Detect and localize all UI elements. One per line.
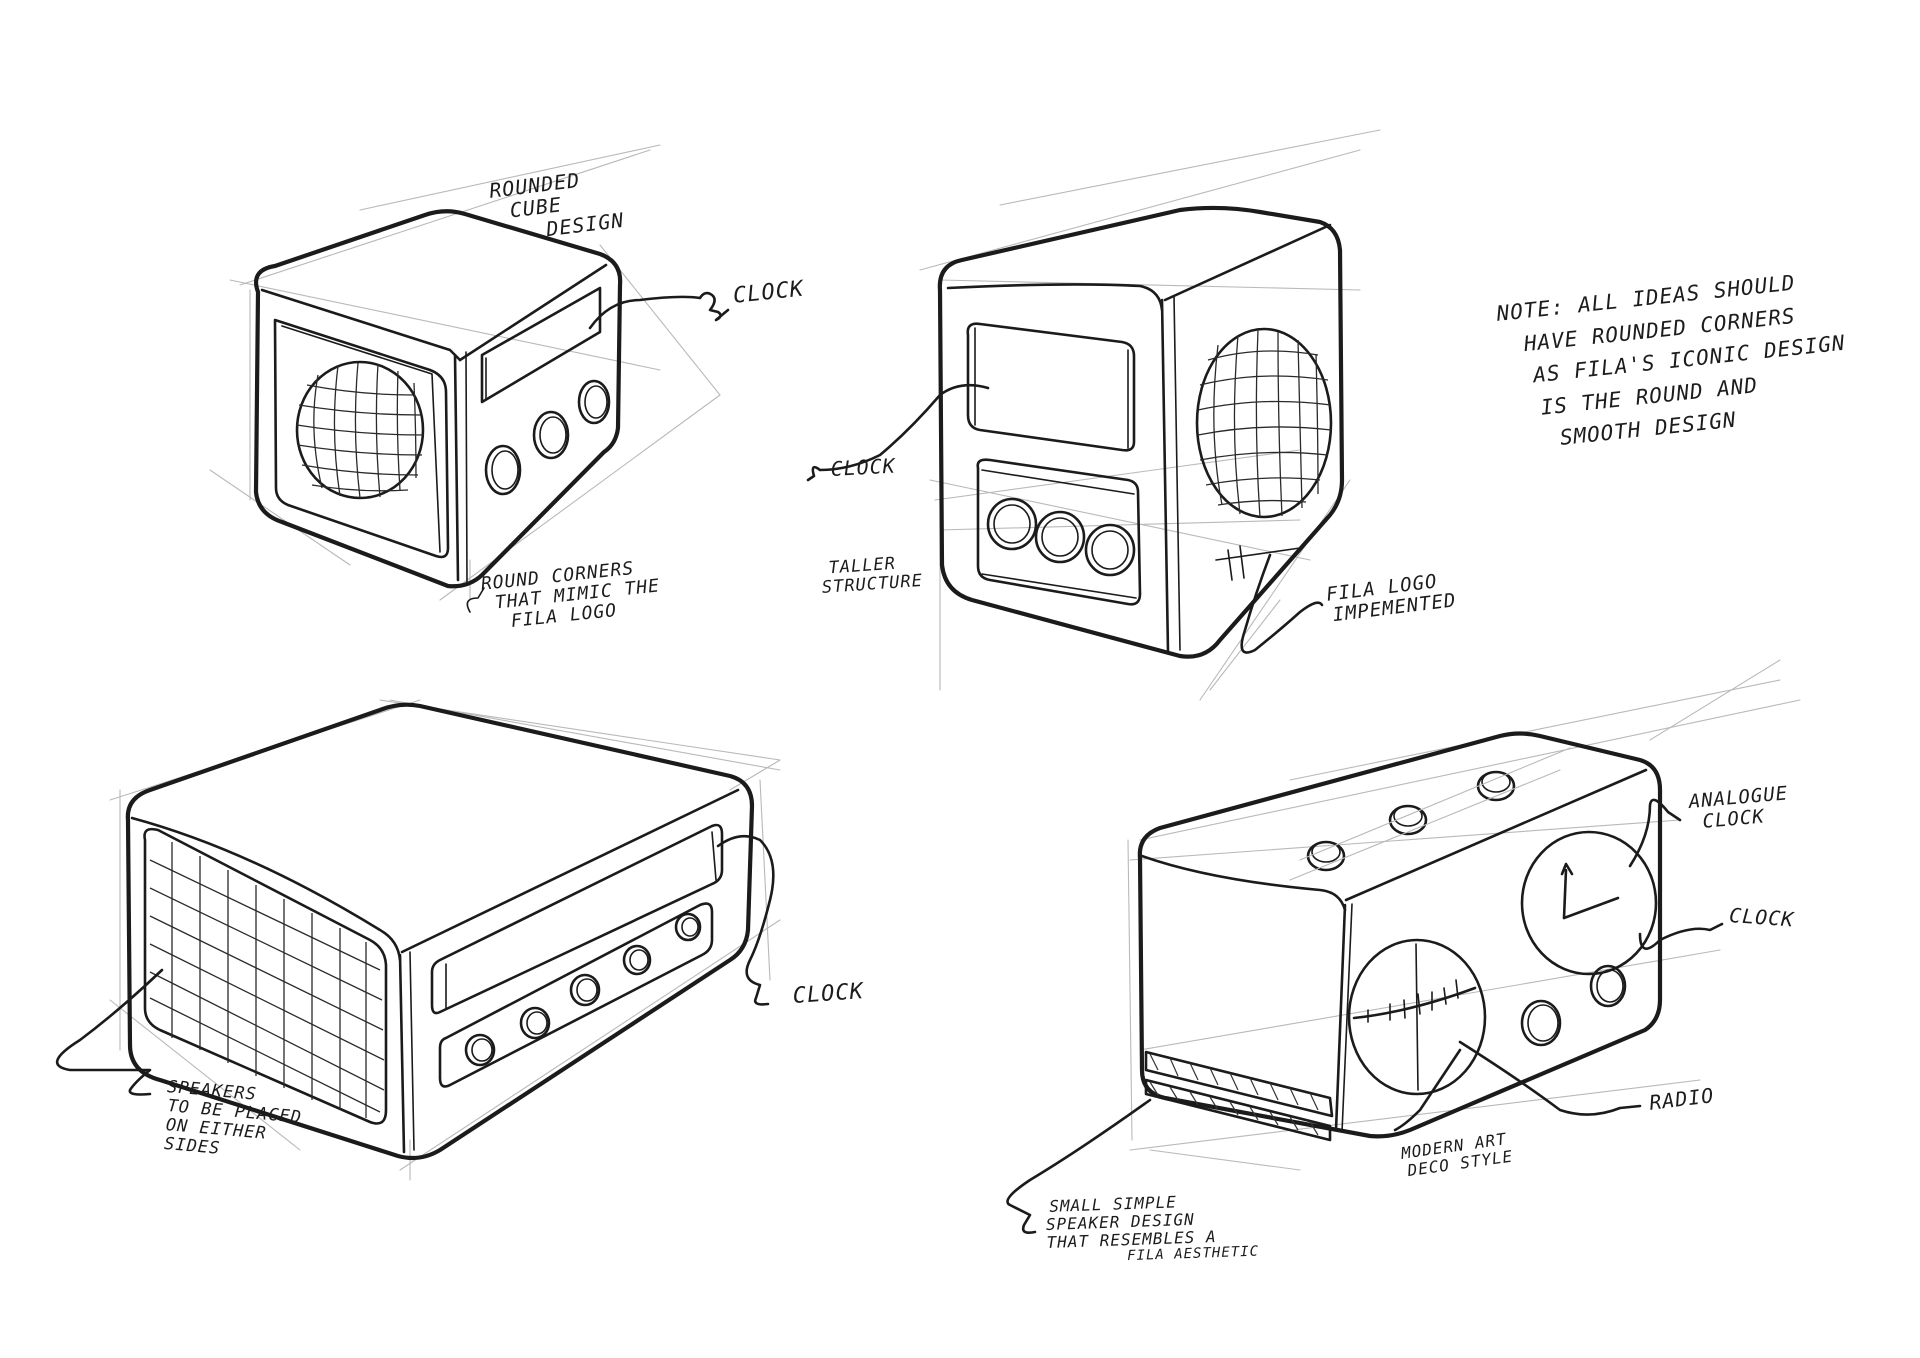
annotation-leaders bbox=[466, 291, 730, 613]
annotation-leaders bbox=[806, 383, 1324, 654]
note-line: CLOCK bbox=[829, 453, 897, 481]
sketch-art-deco-radio bbox=[1006, 659, 1801, 1234]
top-knobs bbox=[1289, 747, 1571, 881]
note-sketch4-clock: CLOCK bbox=[1728, 903, 1796, 932]
clock-display-icon bbox=[430, 823, 724, 1015]
note-analogue-clock: ANALOGUE CLOCK bbox=[1688, 782, 1791, 834]
front-speaker-panel bbox=[273, 318, 450, 559]
radio-dial-icon bbox=[1347, 938, 1487, 1096]
note-line: CLOCK bbox=[791, 979, 865, 1009]
control-knobs bbox=[484, 379, 611, 496]
construction-lines bbox=[1127, 659, 1801, 1171]
speaker-strips bbox=[1144, 1050, 1334, 1142]
note-sketch3-clock: CLOCK bbox=[791, 979, 865, 1010]
speaker-grille-icon bbox=[295, 360, 425, 500]
note-small-simple-speaker: SMALL SIMPLE SPEAKER DESIGN THAT RESEMBL… bbox=[1045, 1191, 1260, 1268]
front-knobs bbox=[1520, 964, 1627, 1047]
box-outline bbox=[125, 702, 755, 1161]
cube-outline bbox=[937, 205, 1345, 659]
clock-display-icon bbox=[480, 286, 602, 404]
analogue-clock-icon bbox=[1520, 830, 1658, 976]
control-panel bbox=[438, 902, 714, 1088]
speaker-grille-icon bbox=[1195, 327, 1333, 519]
note-taller-structure: TALLER STRUCTURE bbox=[820, 553, 924, 598]
control-panel bbox=[976, 458, 1142, 606]
annotation-leaders bbox=[1006, 798, 1724, 1234]
sketch-rounded-cube bbox=[209, 144, 730, 613]
fila-logo-marks bbox=[1215, 545, 1301, 581]
sketch-tall-cube bbox=[806, 129, 1381, 701]
cube-outline bbox=[253, 209, 623, 589]
clock-display-icon bbox=[966, 322, 1136, 452]
sketch-wide-box bbox=[56, 699, 781, 1181]
radio-outline bbox=[1137, 731, 1663, 1139]
annotation-leaders bbox=[56, 834, 775, 1096]
side-speaker-grille-icon bbox=[143, 827, 388, 1125]
note-line: CLOCK bbox=[1728, 903, 1796, 932]
note-speakers: SPEAKERS TO BE PLACED ON EITHER SIDES bbox=[161, 1077, 304, 1166]
note-sketch2-clock: CLOCK bbox=[829, 453, 897, 481]
